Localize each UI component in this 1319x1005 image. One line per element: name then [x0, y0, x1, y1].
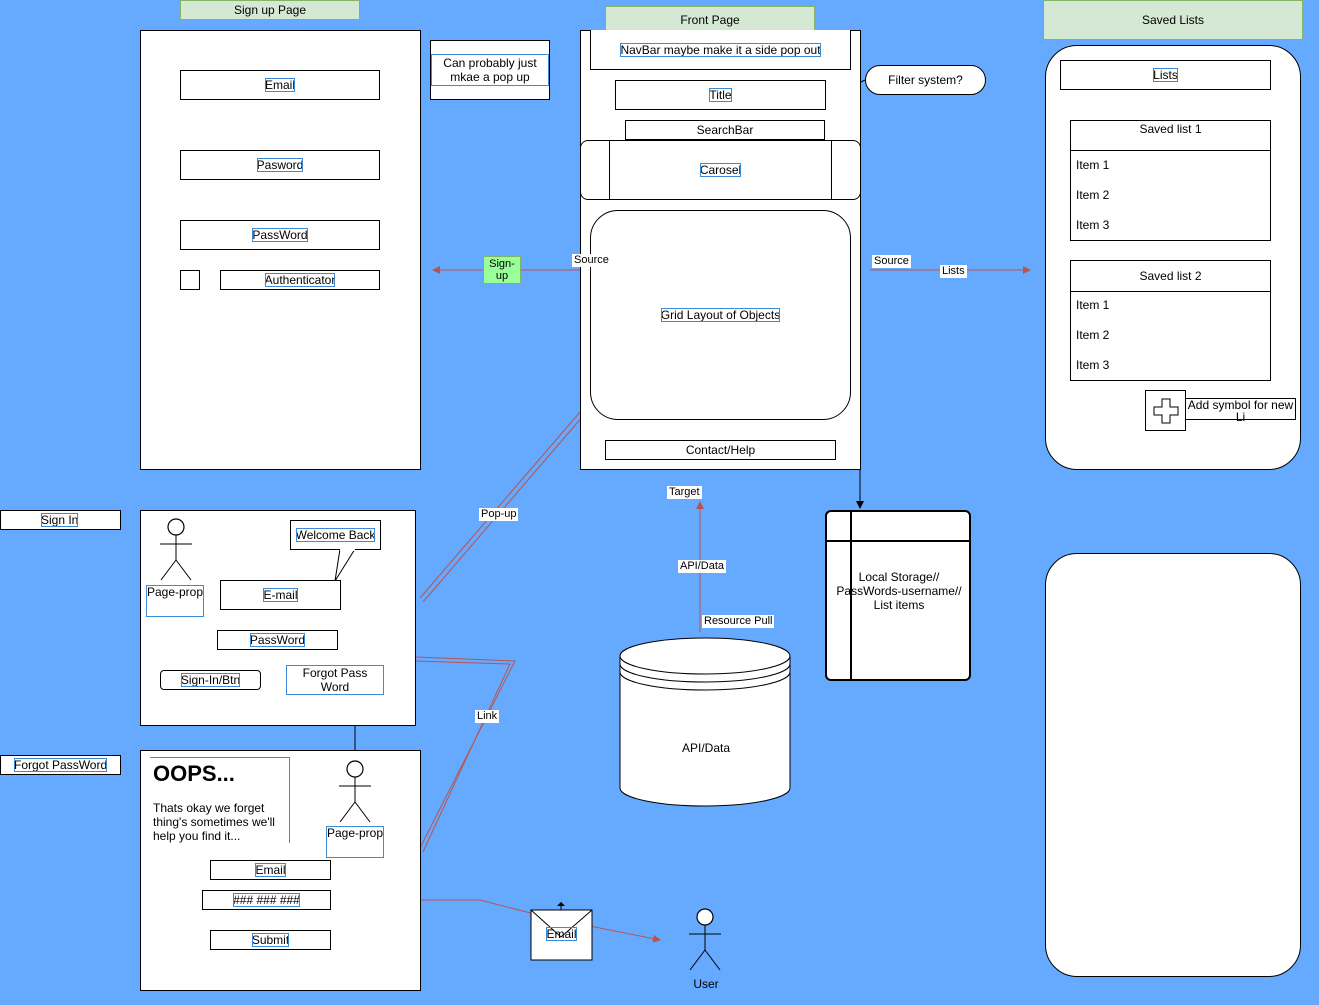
email-icon-label: Email [546, 927, 577, 941]
signup-authenticator[interactable]: Authenticator [220, 270, 380, 290]
lists-title: Lists [1060, 60, 1271, 90]
edge-email [420, 899, 661, 943]
page-title: Title [615, 80, 826, 110]
person-icon [160, 518, 192, 581]
carousel-left-divider [609, 141, 610, 199]
forgot-password-label: Forgot PassWord [0, 755, 121, 775]
signup-edge-label: Sign-up [483, 256, 521, 284]
welcome-callout-tail [334, 549, 356, 582]
saved-list-2[interactable]: Saved list 2 Item 1 Item 2 Item 3 [1070, 260, 1271, 381]
plus-icon [1153, 398, 1178, 423]
edge-link-a [414, 656, 516, 849]
list-item[interactable]: Item 1 [1076, 298, 1110, 312]
edge-label-resource-pull: Resource Pull [702, 615, 775, 628]
saved-lists-header: Saved Lists [1043, 0, 1303, 40]
local-storage-label: Local Storage// PassWords-username// Lis… [836, 570, 962, 612]
signup-page-header: Sign up Page [180, 0, 360, 20]
edge-label-api-data: API/Data [678, 560, 727, 573]
user-label: User [693, 977, 719, 991]
list-item[interactable]: Item 3 [1076, 358, 1110, 372]
signup-page-frame [140, 30, 421, 470]
api-data-label: API/Data [681, 741, 731, 755]
oops-message: OOPS... Thats okay we forget thing's som… [150, 757, 290, 843]
list-item[interactable]: Item 1 [1076, 158, 1110, 172]
saved-list-1[interactable]: Saved list 1 Item 1 Item 2 Item 3 [1070, 120, 1271, 241]
navbar[interactable]: NavBar maybe make it a side pop out [590, 30, 851, 70]
edge-popup-a [419, 411, 581, 599]
edge-label-popup: Pop-up [479, 508, 519, 521]
carousel[interactable]: Carosel [580, 140, 861, 200]
oops-heading: OOPS... [153, 761, 235, 786]
storage-divider-h [827, 540, 969, 542]
signup-authenticator-checkbox[interactable] [180, 270, 200, 290]
search-bar[interactable]: SearchBar [625, 120, 825, 140]
sign-in-label: Sign In [0, 510, 121, 530]
contact-help-link[interactable]: Contact/Help [605, 440, 836, 460]
sign-in-password-field[interactable]: PassWord [217, 630, 338, 650]
edge-label-source-right: Source [872, 255, 911, 268]
empty-panel [1045, 553, 1301, 977]
list-item[interactable]: Item 2 [1076, 328, 1110, 342]
sign-in-page-prop: Page-prop [146, 585, 204, 617]
forgot-email-field[interactable]: Email [210, 860, 331, 880]
add-list-button[interactable] [1145, 390, 1186, 431]
saved-list-2-title: Saved list 2 [1071, 261, 1270, 292]
list-item[interactable]: Item 2 [1076, 188, 1110, 202]
signup-password-field[interactable]: Pasword [180, 150, 380, 180]
signup-confirm-password-field[interactable]: PassWord [180, 220, 380, 250]
welcome-back-callout: Welcome Back [290, 520, 381, 550]
envelope-icon [530, 902, 593, 961]
carousel-right-divider [831, 141, 832, 199]
sign-in-email-field[interactable]: E-mail [220, 580, 341, 610]
forgot-submit-button[interactable]: Submit [210, 930, 331, 950]
signup-email-field[interactable]: Email [180, 70, 380, 100]
person-icon [339, 760, 371, 823]
edge-link-b [414, 660, 511, 853]
oops-body: Thats okay we forget thing's sometimes w… [153, 801, 275, 843]
list-item[interactable]: Item 3 [1076, 218, 1110, 232]
user-actor-icon [689, 908, 721, 971]
edge-label-link: Link [475, 710, 500, 723]
forgot-page-prop: Page-prop [326, 826, 384, 858]
sign-in-button[interactable]: Sign-In/Btn [160, 670, 261, 690]
filter-callout: Filter system? [865, 65, 986, 95]
popup-note: Can probably just mkae a pop up [430, 40, 550, 100]
edge-label-lists: Lists [940, 265, 967, 278]
forgot-password-link[interactable]: Forgot Pass Word [286, 665, 384, 695]
front-page-header: Front Page [605, 6, 815, 34]
database-icon [619, 637, 791, 807]
saved-list-1-title: Saved list 1 [1071, 121, 1270, 151]
edge-label-target: Target [667, 486, 702, 499]
storage-divider-v [850, 512, 852, 679]
add-symbol-note: Add symbol for new Li [1185, 398, 1296, 423]
local-storage: Local Storage// PassWords-username// Lis… [825, 510, 971, 681]
forgot-code-field[interactable]: ### ### ### [202, 890, 331, 910]
edge-label-source-left: Source [572, 254, 611, 267]
grid-layout[interactable]: Grid Layout of Objects [590, 210, 851, 420]
